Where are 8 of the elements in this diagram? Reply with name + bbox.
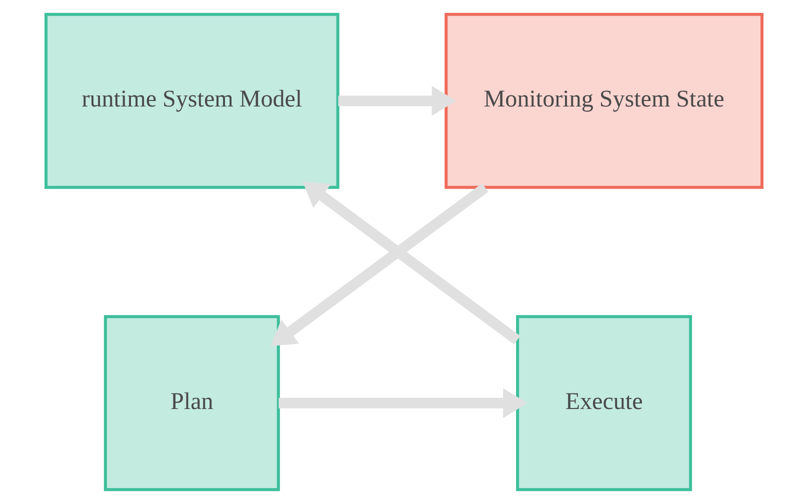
arrow	[302, 181, 520, 344]
node-box: Monitoring System State	[444, 12, 763, 189]
arrow	[270, 183, 488, 346]
arrow	[278, 388, 527, 418]
node-box: Plan	[103, 315, 280, 492]
node-box: Execute	[516, 315, 692, 492]
node-box: runtime System Model	[44, 12, 339, 189]
arrow	[338, 86, 456, 116]
